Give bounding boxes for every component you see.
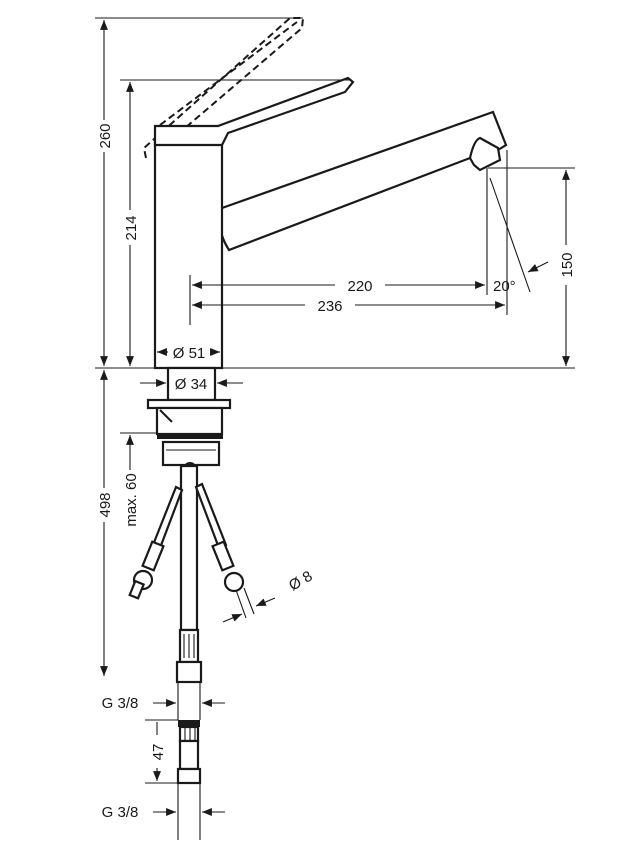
dim-max-60: max. 60 bbox=[123, 473, 140, 526]
dim-diameter-51: Ø 51 bbox=[173, 345, 206, 362]
spout bbox=[218, 110, 508, 252]
dimension-lines bbox=[95, 18, 575, 840]
faucet-body bbox=[153, 141, 224, 370]
dim-236: 236 bbox=[317, 298, 342, 315]
dim-220: 220 bbox=[347, 278, 372, 295]
supply-hoses bbox=[128, 464, 255, 684]
dim-angle-20: 20° bbox=[493, 278, 516, 295]
dim-47: 47 bbox=[150, 744, 167, 761]
adapter-fitting bbox=[176, 720, 202, 785]
dim-260: 260 bbox=[97, 123, 114, 148]
dim-thread-lower: G 3/8 bbox=[102, 804, 139, 821]
dim-214: 214 bbox=[123, 215, 140, 240]
dim-diameter-34: Ø 34 bbox=[175, 376, 208, 393]
lever bbox=[153, 76, 355, 147]
aerator bbox=[468, 136, 502, 172]
dim-thread-upper: G 3/8 bbox=[102, 695, 139, 712]
dim-diameter-8: Ø 8 bbox=[286, 568, 315, 595]
dim-150: 150 bbox=[559, 252, 576, 277]
mounting-assembly bbox=[146, 366, 232, 468]
dim-498: 498 bbox=[97, 492, 114, 517]
